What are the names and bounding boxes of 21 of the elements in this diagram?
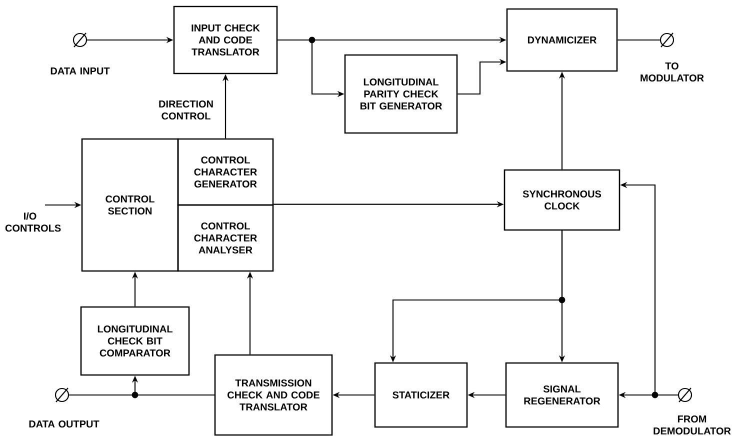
process-box: TRANSMISSION CHECK AND CODE TRANSLATOR (214, 354, 333, 436)
terminal-symbol (54, 388, 70, 402)
terminal-label: FROM DEMODULATOR (654, 415, 731, 435)
process-box: LONGITUDINAL PARITY CHECK BIT GENERATOR (344, 54, 458, 134)
edge-label: I/O CONTROLS (4, 211, 61, 233)
process-box: DYNAMICIZER (506, 8, 618, 72)
process-box: SYNCHRONOUS CLOCK (504, 169, 620, 231)
process-box: CONTROL CHARACTER ANALYSER (177, 204, 274, 272)
edge-label: DIRECTION CONTROL (150, 99, 222, 121)
process-box: CONTROL SECTION (81, 138, 179, 272)
terminal-symbol (660, 32, 674, 48)
process-box: SIGNAL REGENERATOR (505, 362, 619, 428)
terminal-symbol (72, 32, 88, 48)
terminal-label: DATA INPUT (50, 68, 110, 74)
terminal-label: DATA OUTPUT (29, 420, 100, 428)
process-box: STATICIZER (374, 362, 468, 428)
process-box: LONGITUDINAL CHECK BIT COMPARATOR (80, 306, 190, 376)
terminal-label: TO MODULATOR (640, 62, 704, 82)
terminal-symbol (678, 388, 692, 402)
process-box: INPUT CHECK AND CODE TRANSLATOR (173, 6, 278, 74)
process-box: CONTROL CHARACTER GENERATOR (177, 138, 274, 206)
